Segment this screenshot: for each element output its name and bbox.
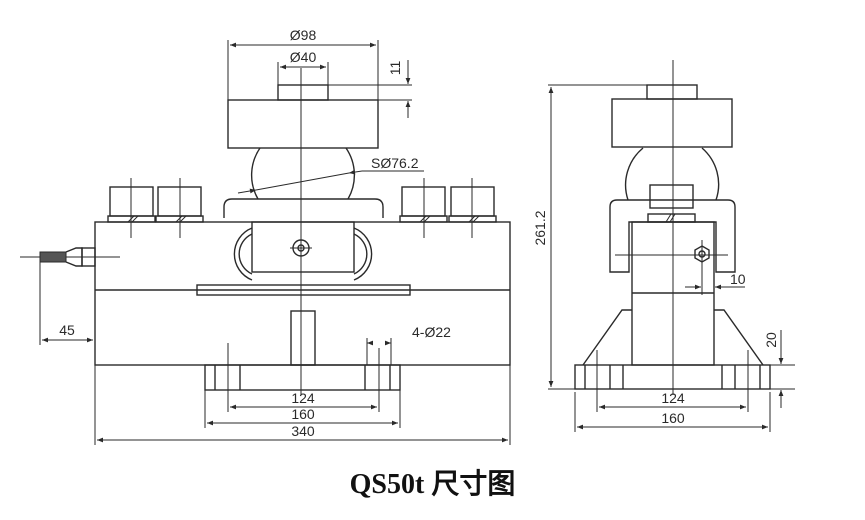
left-roller <box>233 227 253 281</box>
bolt-left-1 <box>107 178 156 238</box>
bolt-right-2 <box>448 178 497 238</box>
beam-slot <box>196 284 411 296</box>
base-plate <box>204 364 401 391</box>
top-button <box>277 84 329 101</box>
dim-overall-length: 340 <box>291 423 315 439</box>
side-ball <box>624 147 720 201</box>
dim-mount-holes: 4-Ø22 <box>412 324 451 340</box>
side-bridge-cap <box>609 199 736 273</box>
ball <box>250 147 356 200</box>
front-view: Ø98 Ø40 11 SØ76.2 45 4-Ø22 124 160 340 <box>20 27 511 445</box>
dim-ball-diameter: SØ76.2 <box>371 155 419 171</box>
side-nut <box>649 184 694 209</box>
bolt-right-1 <box>399 178 448 238</box>
bolt-left-2 <box>155 178 204 238</box>
inner-block <box>251 221 355 273</box>
dim-side-hole-spacing: 124 <box>661 390 685 406</box>
side-view: 261.2 10 20 124 160 <box>532 60 795 432</box>
center-post <box>290 310 316 366</box>
cable-gland <box>20 247 120 267</box>
dim-top-block-diameter: Ø98 <box>290 27 317 43</box>
right-roller <box>353 227 373 281</box>
dim-nut-offset: 10 <box>730 271 746 287</box>
dim-hole-spacing: 124 <box>291 390 315 406</box>
bridge-cap <box>223 198 384 218</box>
dim-overall-height: 261.2 <box>532 210 548 245</box>
dim-button-height: 11 <box>387 61 403 76</box>
dim-side-base-width: 160 <box>661 410 685 426</box>
side-top-block <box>611 98 733 148</box>
side-top-button <box>646 84 698 100</box>
drawing-title: QS50t 尺寸图 <box>349 469 516 500</box>
side-base-flare <box>582 309 764 366</box>
dim-base-thickness: 20 <box>763 332 779 348</box>
main-body <box>94 221 511 366</box>
dim-base-width: 160 <box>291 406 315 422</box>
dim-top-button-diameter: Ø40 <box>290 49 317 65</box>
dim-cable-offset: 45 <box>59 322 75 338</box>
top-block <box>227 99 379 149</box>
